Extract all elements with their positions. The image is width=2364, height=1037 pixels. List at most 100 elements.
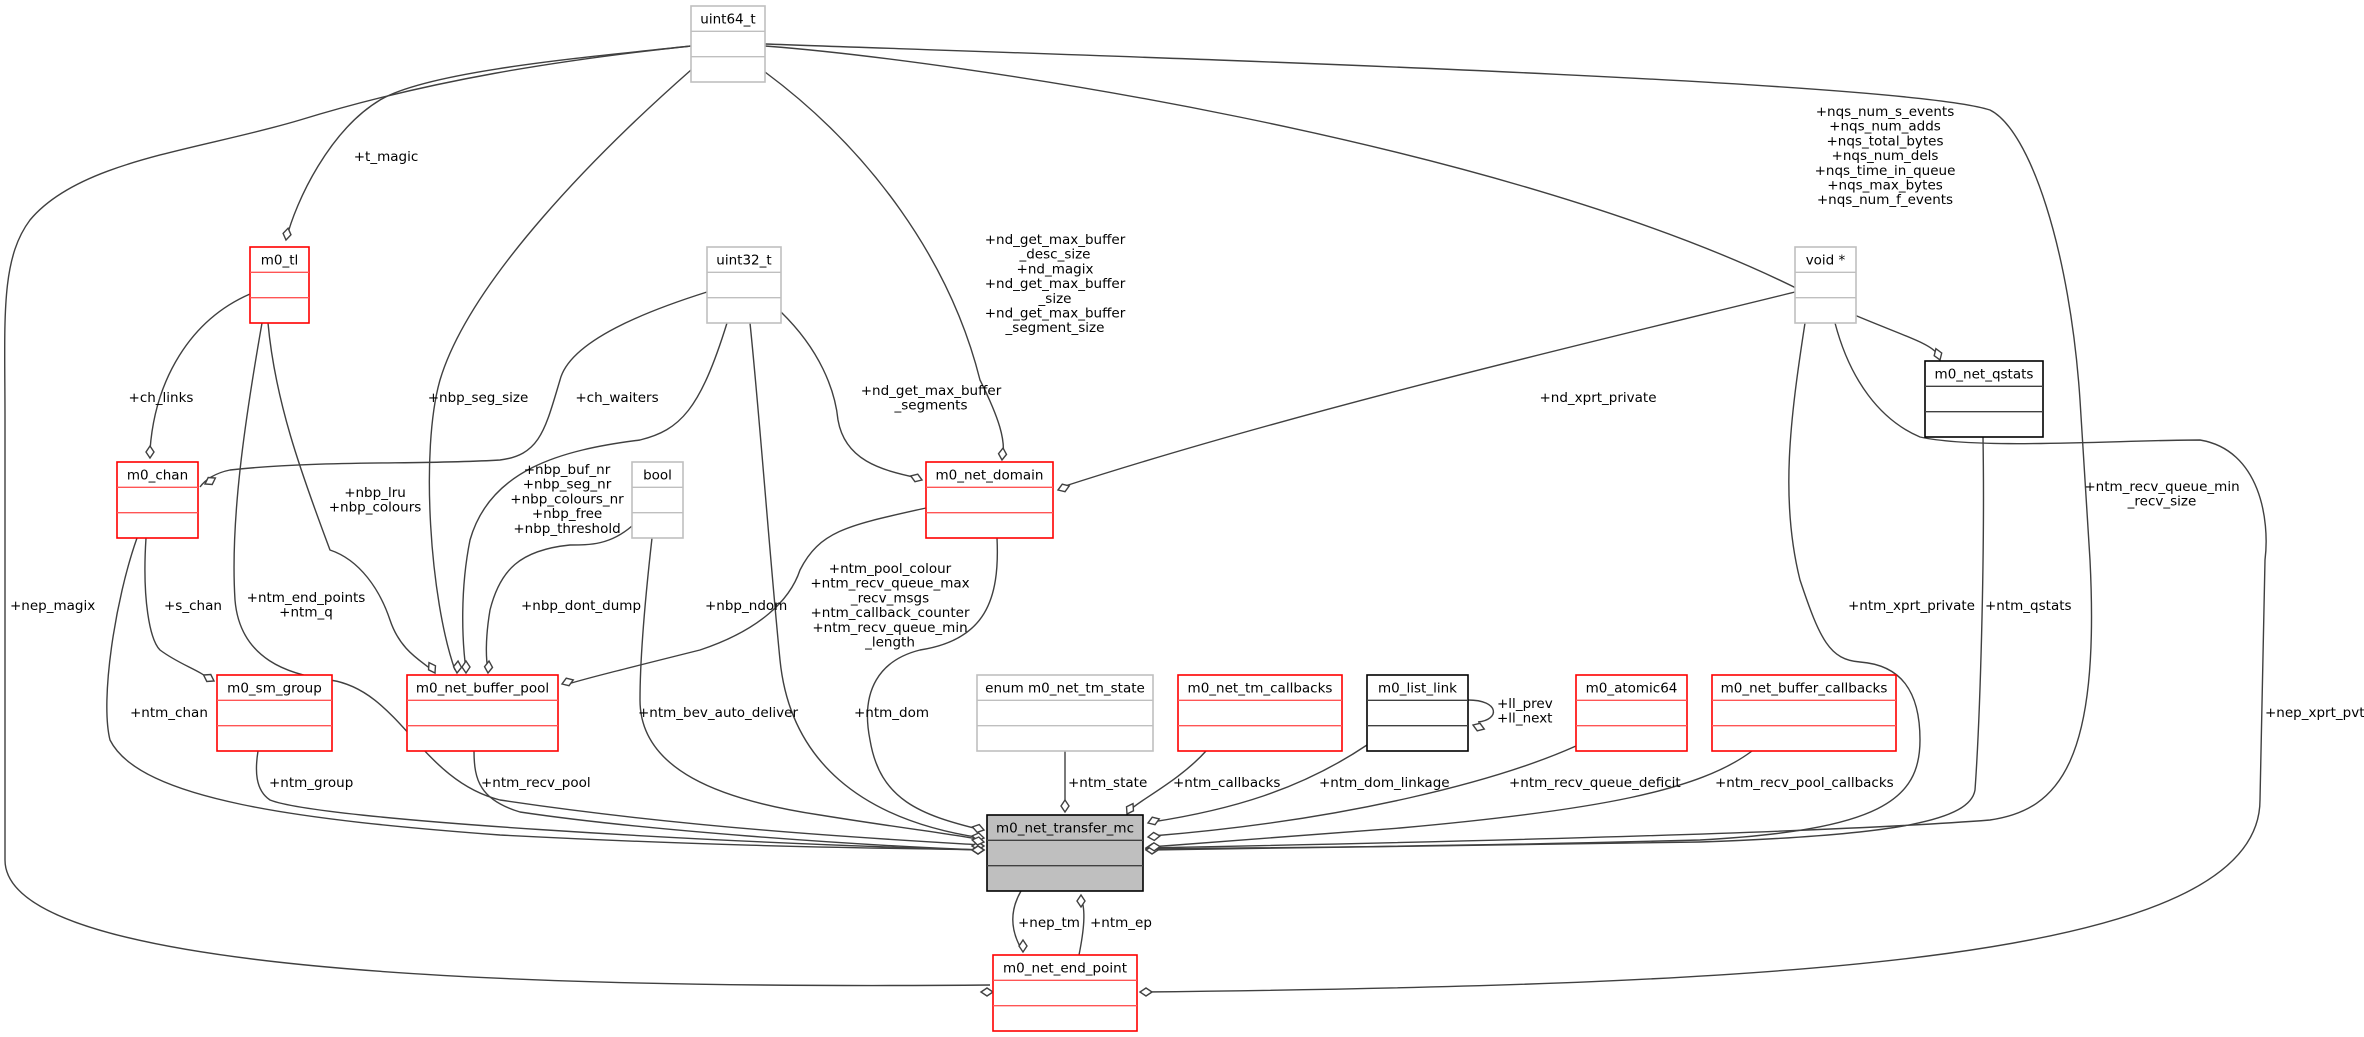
edge-label-line: +s_chan [164,598,222,614]
edge-label-ntm-recv-queue-min-recv-size: +ntm_recv_queue_min_recv_size [2084,479,2239,510]
class-node-m0-net-end-point[interactable]: m0_net_end_point [992,954,1138,1032]
edge-label-ntm-group: +ntm_group [269,775,353,791]
class-node-m0-list-link[interactable]: m0_list_link [1366,674,1469,752]
node-title: m0_sm_group [227,681,322,697]
edge-label-line: _size [1038,291,1072,307]
class-node-m0-net-tm-callbacks[interactable]: m0_net_tm_callbacks [1177,674,1343,752]
node-title: void * [1806,253,1846,269]
edge-label-line: +nqs_total_bytes [1826,133,1943,149]
node-title: bool [643,468,672,484]
node-box [706,246,782,324]
edge-label-line: +ntm_end_points [247,590,366,606]
aggregation-diamond-icon [427,661,437,675]
edge-label-line: _desc_size [1018,247,1090,263]
edge-label-line: +ntm_recv_pool [481,775,591,791]
edge-label-line: +nqs_num_s_events [1816,104,1955,120]
edge-label-nd-xprt-private: +nd_xprt_private [1539,390,1656,406]
edge-label-line: +nep_magix [10,598,95,614]
edge-label-line: _recv_size [2127,494,2197,510]
class-node-m0-sm-group[interactable]: m0_sm_group [216,674,333,752]
association-edge [144,537,216,683]
aggregation-diamond-icon [203,476,217,486]
association-edge [1125,750,1207,816]
association-edge [1138,322,2267,997]
edge-label-line: +nqs_num_f_events [1817,192,1953,208]
edge-line [564,507,927,686]
association-edge [145,293,251,460]
node-box [406,674,559,752]
class-node-m0-net-domain[interactable]: m0_net_domain [925,461,1054,539]
edge-label-nep-tm: +nep_tm [1018,915,1080,931]
edge-line [1147,322,1921,850]
node-title: m0_chan [127,468,188,484]
edges-layer [3,43,2267,997]
edge-label-nbp-seg-size: +nbp_seg_size [428,390,529,406]
edge-line [639,537,983,841]
edge-label-ntm-state: +ntm_state [1068,775,1147,791]
edge-line [764,43,2093,849]
edge-line [473,750,983,851]
edge-line [267,322,433,671]
aggregation-diamond-icon [909,473,924,483]
node-title: enum m0_net_tm_state [985,681,1145,697]
aggregation-diamond-icon [1018,938,1028,954]
node-title: m0_atomic64 [1586,681,1678,697]
edge-line [1151,744,1368,823]
edge-label-line: +ntm_callbacks [1173,775,1280,791]
edge-line [233,322,983,846]
node-box [631,461,684,539]
edge-labels-layer: +t_magic+ch_links+nbp_seg_size+ch_waiter… [10,104,2364,931]
aggregation-diamond-icon [282,226,292,242]
edge-label-ntm-dom: +ntm_dom [854,705,929,721]
class-node-m0-net-buffer-pool[interactable]: m0_net_buffer_pool [406,674,559,752]
class-node-m0-chan[interactable]: m0_chan [116,461,199,539]
edge-label-line: +nbp_seg_nr [523,477,612,493]
edge-label-line: +nbp_seg_size [428,390,529,406]
class-node-void-ptr[interactable]: void * [1794,246,1857,324]
edge-label-ntm-pool-colour: +ntm_pool_colour+ntm_recv_queue_max_recv… [810,561,970,651]
node-box [1711,674,1897,752]
edge-line [3,45,991,987]
association-edge [639,537,986,846]
class-node-m0-tl[interactable]: m0_tl [249,246,310,324]
aggregation-diamond-icon [202,673,216,683]
class-node-m0-net-transfer-mc[interactable]: m0_net_transfer_mc [986,814,1144,892]
aggregation-diamond-icon [461,659,471,675]
class-node-enum-m0-net-tm-state[interactable]: enum m0_net_tm_state [976,674,1154,752]
edge-label-line: +nqs_max_bytes [1827,178,1943,194]
edge-label-nbp-dont-dump: +nbp_dont_dump [521,598,641,614]
aggregation-diamond-icon [1933,347,1943,362]
edge-label-ch-waiters: +ch_waiters [575,390,658,406]
node-box [1366,674,1469,752]
aggregation-diamond-icon [1471,722,1486,732]
edge-line [1467,699,1495,723]
edge-label-ntm-dom-linkage: +ntm_dom_linkage [1319,775,1450,791]
node-box [1177,674,1343,752]
edge-label-line: +ntm_dom_linkage [1319,775,1450,791]
class-node-bool[interactable]: bool [631,461,684,539]
node-title: m0_net_domain [936,468,1044,484]
edge-label-line: +ll_next [1497,711,1552,727]
edge-label-line: +ntm_xprt_private [1848,598,1975,614]
node-box [1575,674,1688,752]
class-node-uint32-t[interactable]: uint32_t [706,246,782,324]
aggregation-diamond-icon [970,845,986,855]
edge-line [1061,291,1796,488]
aggregation-diamond-icon [1146,816,1161,826]
edge-label-line: +nd_get_max_buffer [861,383,1002,399]
node-title: m0_net_tm_callbacks [1188,681,1333,697]
class-node-uint64-t[interactable]: uint64_t [690,5,766,83]
class-node-m0-atomic64[interactable]: m0_atomic64 [1575,674,1688,752]
edge-label-ch-links: +ch_links [129,390,194,406]
edge-label-nbp-ndom: +nbp_ndom [705,598,787,614]
edge-label-line: +ch_waiters [575,390,658,406]
edge-label-line: +nbp_colours_nr [510,491,624,507]
edge-label-line: +ntm_state [1068,775,1147,791]
node-title: uint32_t [716,253,771,269]
edge-label-line: +nbp_buf_nr [524,462,611,478]
node-title: m0_net_qstats [1935,367,2034,383]
edge-label-ntm-recv-pool: +ntm_recv_pool [481,775,591,791]
class-node-m0-net-qstats[interactable]: m0_net_qstats [1924,360,2044,438]
class-node-m0-net-buffer-callbacks[interactable]: m0_net_buffer_callbacks [1711,674,1897,752]
edge-label-line: +nd_get_max_buffer [985,306,1126,322]
